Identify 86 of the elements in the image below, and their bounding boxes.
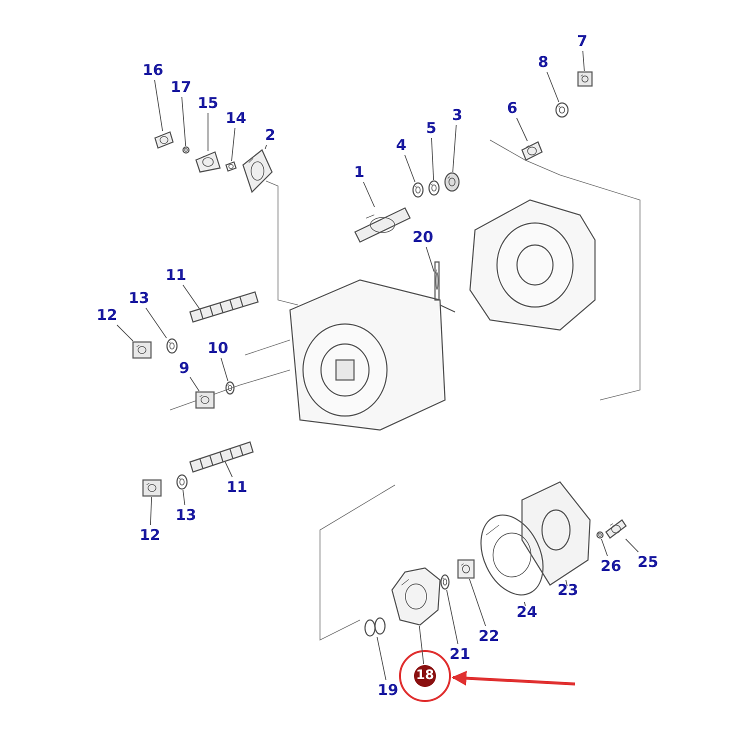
callout-number: 4 (396, 136, 406, 154)
callout-number: 1 (354, 163, 364, 181)
bolt-drawing (605, 519, 627, 539)
plug-drawing (195, 391, 215, 409)
washer-drawing (596, 531, 604, 539)
plug-drawing (142, 479, 162, 497)
callout-number: 25 (638, 553, 658, 571)
nut-drawing (577, 71, 593, 87)
callout-number: 12 (140, 526, 160, 544)
callout-number: 9 (179, 359, 190, 377)
washer-drawing (182, 146, 190, 154)
leader-line (362, 182, 375, 208)
callout-number: 24 (516, 603, 538, 621)
callout-number: 8 (538, 53, 548, 71)
callout-number: 17 (170, 78, 192, 96)
callout-number: 12 (96, 306, 118, 324)
leader-line (182, 490, 186, 506)
leader-line (516, 118, 528, 142)
leader-line (145, 308, 167, 338)
plug-drawing (132, 341, 152, 359)
o-ring-drawing (480, 514, 544, 596)
callout-number: 11 (226, 478, 248, 496)
o-ring-drawing (428, 180, 440, 196)
pin-drawing (225, 161, 237, 172)
leader-line (182, 284, 200, 310)
leader-line (154, 80, 164, 132)
leader-line (116, 324, 134, 342)
callout-number: 2 (265, 126, 276, 144)
leader-line (625, 538, 639, 552)
callout-number: 16 (142, 61, 164, 79)
leader-line (452, 124, 457, 172)
o-ring-drawing (166, 338, 178, 354)
leader-line (150, 496, 152, 526)
impeller-drawing (391, 567, 441, 626)
callout-number: 6 (507, 99, 518, 117)
leader-line (376, 636, 386, 680)
callout-number: 19 (378, 681, 398, 699)
nut-drawing (457, 559, 475, 579)
bracket-drawing (195, 151, 221, 173)
callout-number: 18 (414, 665, 436, 687)
callout-number: 13 (128, 289, 150, 307)
o-ring-drawing (412, 182, 424, 198)
callout-number: 22 (478, 627, 500, 645)
flange-drawing (242, 149, 273, 194)
leader-line (565, 580, 568, 586)
callout-number: 21 (450, 645, 470, 663)
leader-line (468, 578, 486, 626)
plug-drawing (444, 172, 460, 192)
callout-number: 14 (226, 109, 246, 127)
leader-line (264, 144, 267, 150)
leader-line (431, 138, 434, 180)
callout-number: 7 (577, 32, 588, 50)
key-drawing (364, 617, 386, 637)
spring-drawing (189, 291, 259, 323)
leader-line (190, 376, 200, 392)
callout-number: 20 (412, 228, 434, 246)
leader-line (224, 461, 233, 478)
washer-drawing (555, 102, 569, 118)
spring-drawing (189, 441, 254, 473)
bolt-drawing (434, 261, 440, 301)
callout-number: 15 (198, 94, 218, 112)
leader-line (524, 602, 526, 606)
arrow (452, 670, 576, 686)
leader-line (446, 590, 458, 644)
leader-line (181, 96, 186, 146)
leader-line (600, 538, 608, 556)
callout-number: 3 (452, 106, 462, 124)
o-ring-drawing (440, 574, 450, 590)
callout-number: 23 (558, 581, 578, 599)
spool-drawing (354, 207, 411, 243)
leader-line (220, 358, 228, 382)
callout-number: 13 (176, 506, 196, 524)
callout-number: 11 (166, 266, 186, 284)
callout-number: 10 (208, 339, 228, 357)
o-ring-drawing (176, 474, 188, 490)
leader-line (231, 128, 236, 162)
callout-number: 26 (600, 557, 622, 575)
callout-number: 5 (426, 119, 436, 137)
leader-line (582, 50, 585, 72)
o-ring-drawing (225, 381, 235, 395)
leader-line (418, 626, 424, 664)
stud-drawing (521, 141, 543, 161)
leader-line (546, 72, 560, 102)
bolt-drawing (154, 131, 174, 149)
leader-line (426, 246, 434, 272)
leader-line (404, 154, 416, 182)
